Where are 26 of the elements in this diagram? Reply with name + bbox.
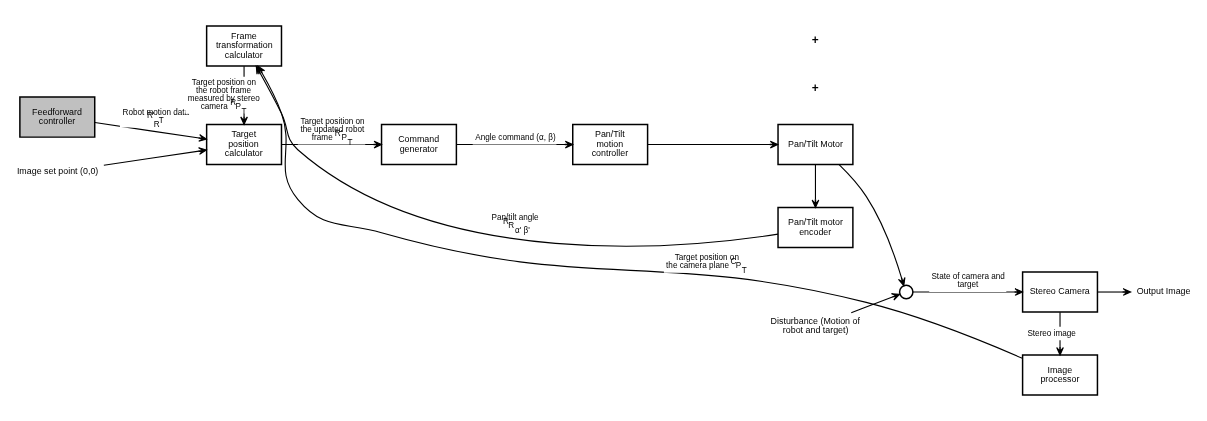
node-box: Command generator [380, 123, 458, 166]
node-text: Image set point (0,0) [16, 166, 99, 177]
arrow [103, 147, 207, 166]
node-box: Frame transformation calculator [205, 25, 283, 67]
arrow [850, 293, 901, 314]
node-box: Pan/Tilt Motor [777, 123, 854, 166]
edge-label: State of camera and target [931, 271, 1005, 290]
edge-label: Angle command (α, β) [475, 132, 556, 142]
arrow [912, 288, 1024, 296]
node-box: Feedforward controller [19, 96, 96, 138]
node-box: Stereo Camera [1021, 271, 1099, 313]
node-circle [898, 284, 914, 300]
arrow [838, 164, 906, 287]
arrow [1097, 288, 1132, 296]
label: + [811, 80, 819, 95]
node-text: Output Image [1136, 286, 1191, 297]
label: + [811, 32, 819, 47]
node-box: Pan/Tilt motor encoder [777, 206, 854, 249]
arrow [94, 122, 208, 142]
arrow [647, 140, 779, 149]
node-box: Image processor [1021, 354, 1099, 396]
node-box: Pan/Tilt motion controller [572, 123, 649, 166]
arrow [811, 164, 820, 208]
node-box: Target position calculator [205, 123, 283, 166]
node-text: Disturbance (Motion of robot and target) [770, 315, 860, 336]
edge-label: Stereo image [1027, 328, 1076, 338]
